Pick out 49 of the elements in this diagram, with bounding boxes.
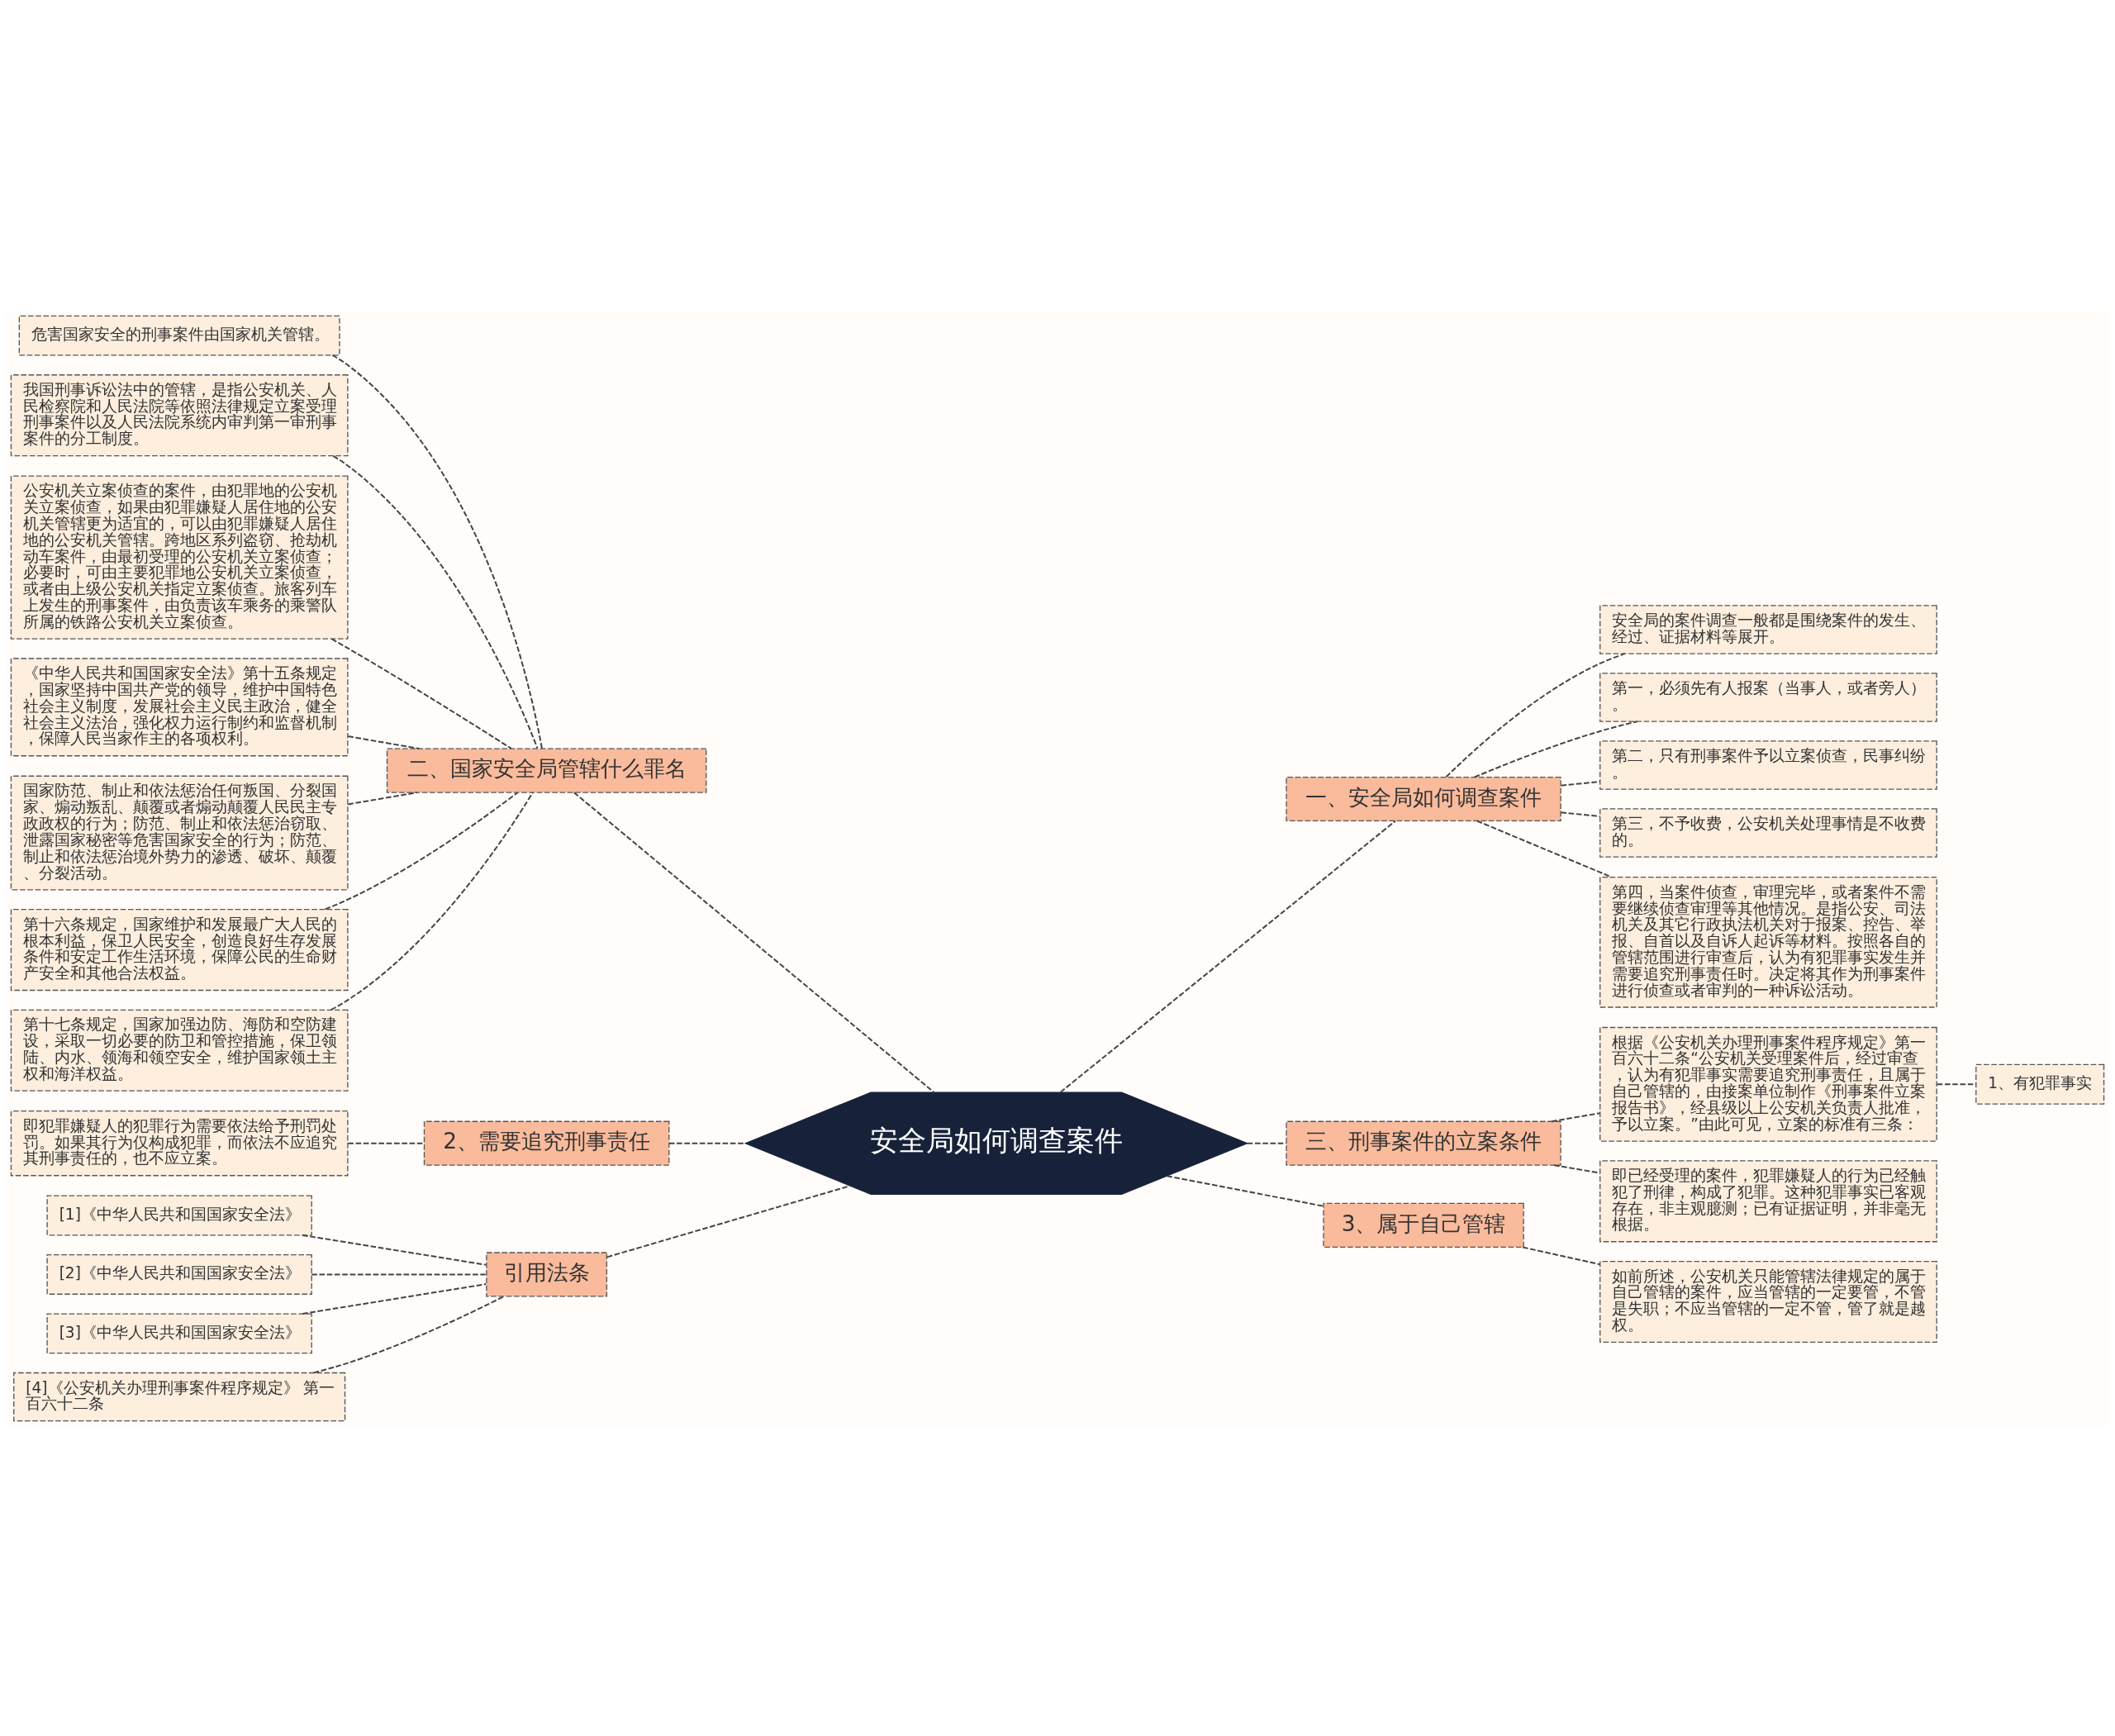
node-box: 即犯罪嫌疑人的犯罪行为需要依法给予刑罚处罚。如果其行为仅构成犯罪，而依法不应追究其刑事责任的，也不应立案。: [10, 1110, 349, 1176]
node-box: 我国刑事诉讼法中的管辖，是指公安机关、人民检察院和人民法院等依照法律规定立案受理刑事案件以及人民法院系统内审判第一审刑事案件的分工制度。: [10, 373, 349, 456]
connector: [1560, 811, 1601, 817]
connector: [1445, 652, 1626, 778]
connector: [347, 791, 418, 805]
connector: [332, 454, 539, 749]
node-box: 第四，当案件侦查，审理完毕，或者案件不需要继续侦查审理等其他情况。是指公安、司法机关及其它行政执法机关对于报案、控告、举报、自首以及自诉人起诉等材料。按照各自的管辖范围进行审查后，认为有犯罪事实发生并需要追究刑事责任时。决定将其作为刑事案件进行侦查或者审判的一种诉讼活动。: [1599, 876, 1937, 1008]
connector: [330, 791, 534, 1011]
connector: [606, 1184, 852, 1258]
node-box: 一、安全局如何调查案件: [1286, 776, 1561, 821]
connector: [347, 735, 421, 749]
connector: [1560, 780, 1601, 787]
node-box: 2、需要追究刑事责任: [423, 1120, 670, 1166]
connector: [1166, 1174, 1324, 1207]
node-box: 1、有犯罪事实: [1975, 1063, 2105, 1105]
connector: [311, 1272, 487, 1275]
node-box: 安全局的案件调查一般都是围绕案件的发生、经过、证据材料等展开。: [1599, 604, 1937, 654]
connector: [312, 1295, 505, 1373]
node-box: 国家防范、制止和依法惩治任何叛国、分裂国家、煽动叛乱、颠覆或者煽动颠覆人民民主专政政权的行为；防范、制止和依法惩治窃取、泄露国家秘密等危害国家安全的行为；防范、制止和依法惩治境外势力的渗透、破坏、颠覆、分裂活动。: [10, 775, 349, 890]
node-box: [3]《中华人民共和国国家安全法》: [46, 1312, 312, 1353]
connector: [324, 791, 519, 910]
connector: [331, 354, 543, 749]
node-box: 引用法条: [486, 1251, 608, 1297]
node-box: [4]《公安机关办理刑事案件程序规定》 第一百六十二条: [13, 1372, 346, 1421]
connector: [330, 637, 512, 749]
node-box: 第二，只有刑事案件予以立案侦查，民事纠纷。: [1599, 740, 1937, 790]
connector: [302, 1234, 487, 1266]
node-box: 《中华人民共和国国家安全法》第十五条规定，国家坚持中国共产党的领导，维护中国特色社会主义制度，发展社会主义民主政治，健全社会主义法治，强化权力运行制约和监督机制，保障人民当家作主的各项权利。: [10, 657, 349, 756]
node-box: 第一，必须先有人报案（当事人，或者旁人）。: [1599, 672, 1937, 722]
connector: [1551, 1111, 1601, 1122]
connector: [347, 1142, 425, 1144]
node-box: 如前所述，公安机关只能管辖法律规定的属于自己管辖的案件，应当管辖的一定要管，不管是失职；不应当管辖的一定不管，管了就是越权。: [1599, 1260, 1937, 1343]
node-box: 即已经受理的案件，犯罪嫌疑人的行为已经触犯了刑律，构成了犯罪。这种犯罪事实已客观存在，非主观臆测；已有证据证明，并非毫无根据。: [1599, 1159, 1937, 1242]
node-box: 公安机关立案侦查的案件，由犯罪地的公安机关立案侦查，如果由犯罪嫌疑人居住地的公安机关管辖更为适宜的，可以由犯罪嫌疑人居住地的公安机关管辖。跨地区系列盗窃、抢劫机动车案件，由最初受理的公安机关立案侦查；必要时，可由主要犯罪地公安机关立案侦查，或者由上级公安机关指定立案侦查。旅客列车上发生的刑事案件，由负责该车乘务的乘警队所属的铁路公安机关立案侦查。: [10, 474, 349, 640]
node-box: 3、属于自己管辖: [1323, 1202, 1524, 1248]
connector: [1553, 1163, 1601, 1174]
connector: [1059, 820, 1396, 1093]
node-box: 二、国家安全局管辖什么罪名: [386, 748, 707, 793]
node-box: 第十六条规定，国家维护和发展最广大人民的根本利益，保卫人民安全，创造良好生存发展条件和安定工作生活环境，保障公民的生命财产安全和其他合法权益。: [10, 908, 349, 991]
connector: [573, 791, 935, 1093]
node-box: 三、刑事案件的立案条件: [1286, 1120, 1561, 1166]
node-box: 第三，不予收费，公安机关处理事情是不收费的。: [1599, 807, 1937, 858]
node-box: [2]《中华人民共和国国家安全法》: [46, 1253, 312, 1295]
node-box: 危害国家安全的刑事案件由国家机关管辖。: [18, 315, 340, 356]
node-box: 根据《公安机关办理刑事案件程序规定》第一百六十二条“公安机关受理案件后，经过审查，认为有犯罪事实需要追究刑事责任，且属于自己管辖的，由接案单位制作《刑事案件立案报告书》，经县级以上公安机关负责人批准，予以立案。”由此可见，立案的标准有三条：: [1599, 1026, 1937, 1142]
node-box: 第十七条规定，国家加强边防、海防和空防建设，采取一切必要的防卫和管控措施，保卫领陆、内水、领海和领空安全，维护国家领土主权和海洋权益。: [10, 1009, 349, 1092]
node-box: [1]《中华人民共和国国家安全法》: [46, 1195, 312, 1235]
connector: [1522, 1245, 1601, 1265]
connector: [302, 1282, 487, 1315]
